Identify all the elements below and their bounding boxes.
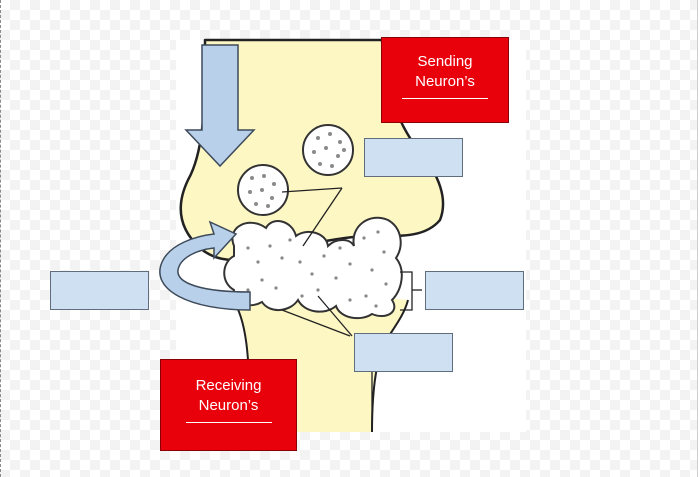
- blank-box-vesicles[interactable]: [364, 138, 463, 177]
- sending-label-line1: Sending: [417, 53, 473, 70]
- receiving-label-line2: Neuron’s: [198, 397, 259, 414]
- curved-arrow-icon: [159, 220, 251, 311]
- left-border: [0, 0, 1, 477]
- blank-box-cleft[interactable]: [425, 271, 524, 310]
- pointer-lines: [281, 187, 422, 430]
- sending-neuron-label: Sending Neuron’s: [381, 37, 509, 123]
- receiving-neuron-label: Receiving Neuron’s: [160, 359, 297, 451]
- down-arrow-icon: [184, 44, 256, 168]
- synaptic-vesicle-2: [237, 164, 289, 216]
- sending-label-line2: Neuron’s: [415, 73, 475, 90]
- receiving-label-line1: Receiving: [195, 377, 262, 394]
- neurotransmitter-cloud: [223, 216, 403, 320]
- blank-box-receptors[interactable]: [354, 333, 453, 372]
- synaptic-vesicle-1: [302, 124, 354, 176]
- neurotransmitter-dots: [246, 230, 388, 308]
- sending-label-blank: [402, 98, 488, 99]
- receiving-label-blank: [185, 422, 272, 423]
- blank-box-left[interactable]: [50, 271, 149, 310]
